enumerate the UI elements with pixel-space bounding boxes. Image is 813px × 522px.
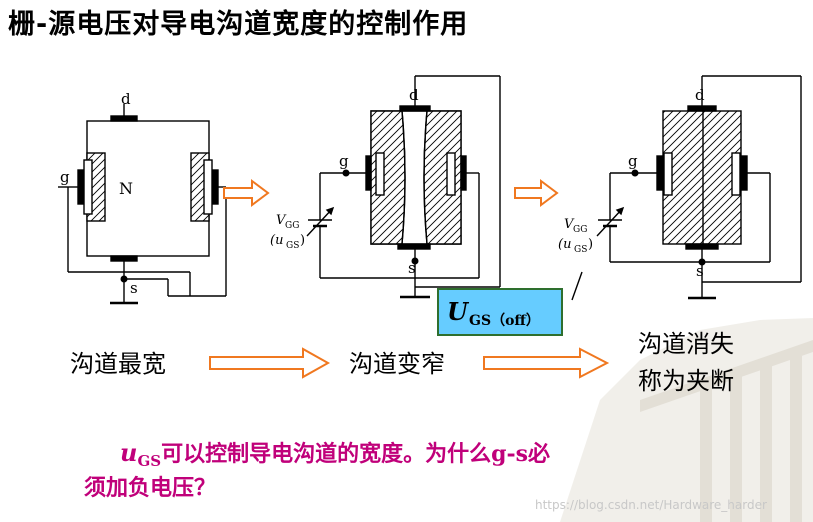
- drain-contact: [687, 105, 717, 112]
- drain-label: d: [695, 86, 705, 104]
- right-arrow-icon: [223, 179, 270, 207]
- watermark: https://blog.csdn.net/Hardware_harder: [535, 498, 767, 512]
- gate-label: g: [628, 152, 638, 170]
- page-title: 栅-源电压对导电沟道宽度的控制作用: [8, 9, 469, 40]
- svg-text:): ): [588, 237, 593, 252]
- svg-text:(u: (u: [558, 237, 571, 252]
- drain-contact: [399, 105, 431, 112]
- question-line-2: 须加负电压？: [84, 476, 217, 501]
- source-contact: [685, 243, 719, 250]
- gate-label: g: [60, 168, 70, 186]
- right-arrow-icon: [483, 347, 610, 379]
- drain-label: d: [121, 90, 131, 108]
- question-u: u: [120, 438, 138, 467]
- question-text-1: 可以控制导电沟道的宽度。为什么: [161, 442, 492, 467]
- ugs-off-subscript: GS（off）: [469, 313, 540, 329]
- gate-label: g: [339, 152, 349, 170]
- svg-text:): ): [300, 233, 305, 248]
- question-line-1: uGS可以控制导电沟道的宽度。为什么g-s必: [120, 436, 551, 470]
- svg-text:GG: GG: [285, 221, 299, 231]
- svg-text:V: V: [276, 213, 287, 228]
- drain-label: d: [409, 86, 419, 104]
- right-arrow-icon: [514, 179, 559, 207]
- question-gs: g-s: [491, 441, 529, 467]
- depletion-region: [662, 110, 742, 245]
- ugs-off-pointer: [571, 271, 583, 301]
- source-label: s: [130, 279, 138, 297]
- ugs-label: (u GS ): [558, 237, 593, 255]
- source-contact: [110, 255, 138, 262]
- source-label: s: [696, 262, 704, 280]
- stage-narrowing-label: 沟道变窄: [349, 350, 445, 378]
- source-label: s: [408, 259, 416, 277]
- ugs-off-box: U GS（off）: [437, 288, 563, 336]
- right-arrow-icon: [209, 347, 331, 379]
- vgg-label: V GG: [276, 213, 299, 231]
- stage-pinch-line1: 沟道消失: [638, 330, 734, 358]
- svg-text:GS: GS: [574, 245, 587, 255]
- n-channel-label: N: [119, 179, 133, 198]
- figure-pinch-off: [596, 75, 802, 300]
- ugs-off-symbol: U: [447, 297, 468, 326]
- svg-text:GS: GS: [286, 241, 299, 251]
- question-text-2: 必: [528, 442, 551, 467]
- figure-narrowing-channel: [306, 75, 501, 299]
- figure-widest-channel: [58, 104, 227, 305]
- svg-text:V: V: [564, 217, 575, 232]
- svg-text:(u: (u: [270, 233, 283, 248]
- stage-pinch-line2: 称为夹断: [638, 367, 734, 395]
- question-u-subscript: GS: [137, 452, 162, 470]
- stage-widest-label: 沟道最宽: [70, 350, 166, 378]
- ugs-label: (u GS ): [270, 233, 305, 251]
- vgg-label: V GG: [564, 217, 587, 235]
- svg-text:GG: GG: [573, 225, 587, 235]
- source-contact: [397, 243, 431, 250]
- drain-contact: [110, 115, 138, 122]
